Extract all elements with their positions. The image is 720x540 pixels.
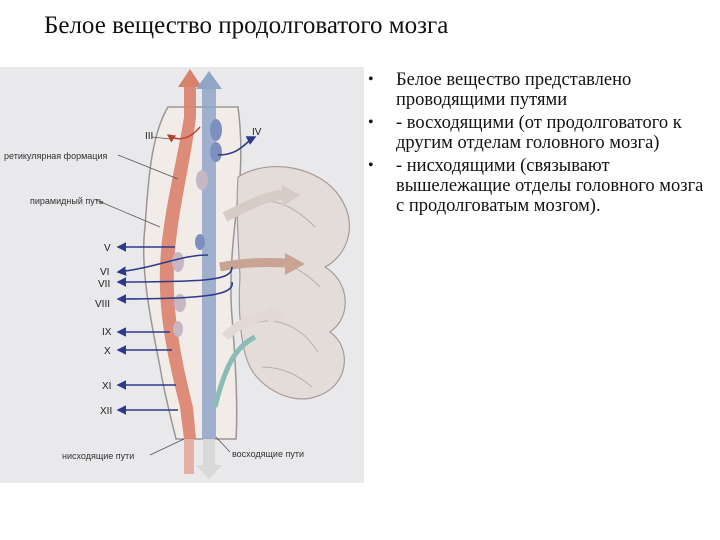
- nerve-label: VI: [100, 267, 109, 278]
- bullet-item: • - восходящими (от продолговатого к дру…: [368, 113, 682, 153]
- label-ascending: восходящие пути: [232, 449, 304, 459]
- nerve-label: X: [104, 346, 111, 357]
- label-reticular: ретикулярная формация: [4, 151, 107, 161]
- nerve-label: V: [104, 243, 111, 254]
- nerve-label: III: [145, 131, 153, 142]
- nerve-label: IX: [102, 327, 112, 338]
- medulla-diagram: ретикулярная формация пирамидный путь ни…: [0, 67, 364, 483]
- slide-title: Белое вещество продолговатого мозга: [44, 12, 449, 39]
- label-pyramidal: пирамидный путь: [30, 196, 104, 206]
- cerebellum: [236, 166, 350, 400]
- nerve-label: XII: [100, 406, 112, 417]
- bullet-item: • - нисходящими (связывают вышележащие о…: [368, 156, 704, 216]
- bullet-text: - восходящими (от продолговатого к други…: [396, 113, 682, 153]
- bullet-item: •Белое вещество представлено проводящими…: [368, 70, 632, 110]
- nerve-label: VII: [98, 279, 110, 290]
- nerve-label: IV: [252, 127, 262, 138]
- nerve-label: VIII: [95, 299, 110, 310]
- bullet-text: Белое вещество представлено проводящими …: [396, 70, 632, 110]
- bullet-list: •Белое вещество представлено проводящими…: [366, 70, 716, 219]
- bullet-text: - нисходящими (связывают вышележащие отд…: [396, 156, 704, 216]
- cranial-nerve-arrows: [116, 136, 257, 415]
- nerve-label: XI: [102, 381, 111, 392]
- brainstem-outline: [142, 106, 242, 440]
- label-descending: нисходящие пути: [62, 451, 134, 461]
